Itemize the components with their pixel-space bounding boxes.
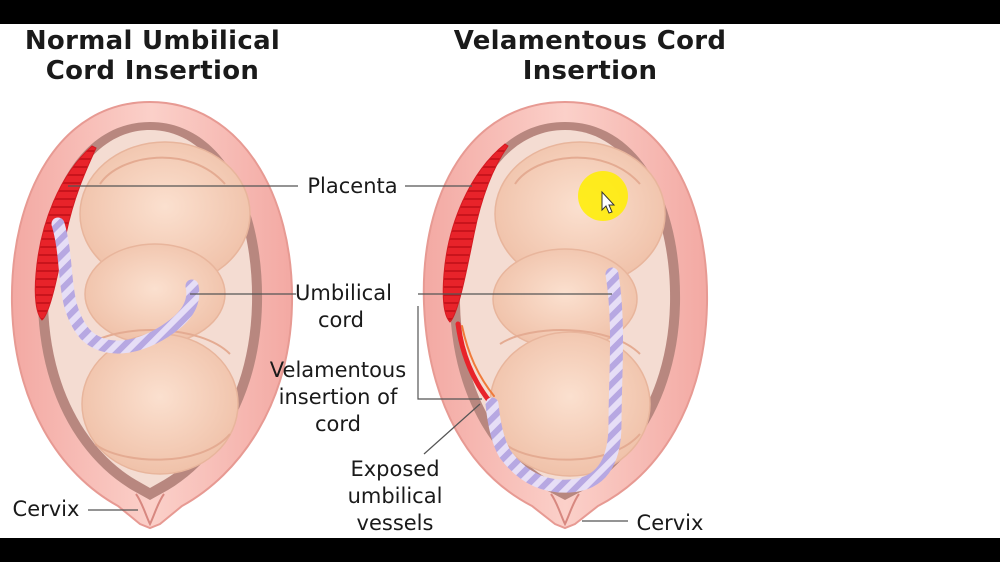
fetus-left <box>79 141 251 475</box>
title-normal-insertion: Normal Umbilical Cord Insertion <box>24 26 281 86</box>
exposed-vessels-right <box>455 321 493 405</box>
label-cervix-left: Cervix <box>12 497 80 521</box>
leader-velamentous <box>417 306 482 400</box>
label-exposed-vessels-text: Exposed umbilical vessels <box>347 457 443 535</box>
leader-lines <box>68 185 628 522</box>
cervix-left <box>135 493 165 527</box>
label-exposed-vessels: Exposed umbilical vessels <box>325 456 465 537</box>
label-cervix-right: Cervix <box>636 511 704 535</box>
placenta-right <box>442 143 509 323</box>
label-velamentous-insertion: Velamentous insertion of cord <box>258 357 418 438</box>
velamentous-uterus <box>422 100 709 530</box>
label-umbilical-cord-text: Umbilical cord <box>295 281 392 332</box>
title-velamentous-insertion: Velamentous Cord Insertion <box>453 26 727 86</box>
diagram-canvas: Normal Umbilical Cord Insertion Velament… <box>0 24 1000 538</box>
label-umbilical-cord: Umbilical cord <box>295 280 392 334</box>
umbilical-cord-right <box>485 267 624 493</box>
label-velamentous-insertion-text: Velamentous insertion of cord <box>269 358 407 436</box>
umbilical-cord-left <box>51 217 200 354</box>
cervix-right <box>550 493 580 527</box>
cursor-highlight <box>578 171 628 221</box>
label-placenta: Placenta <box>307 174 398 198</box>
illustration <box>10 100 709 530</box>
leader-exposed-vessels <box>423 403 481 455</box>
mouse-pointer-icon <box>601 190 616 214</box>
normal-uterus <box>10 100 294 530</box>
